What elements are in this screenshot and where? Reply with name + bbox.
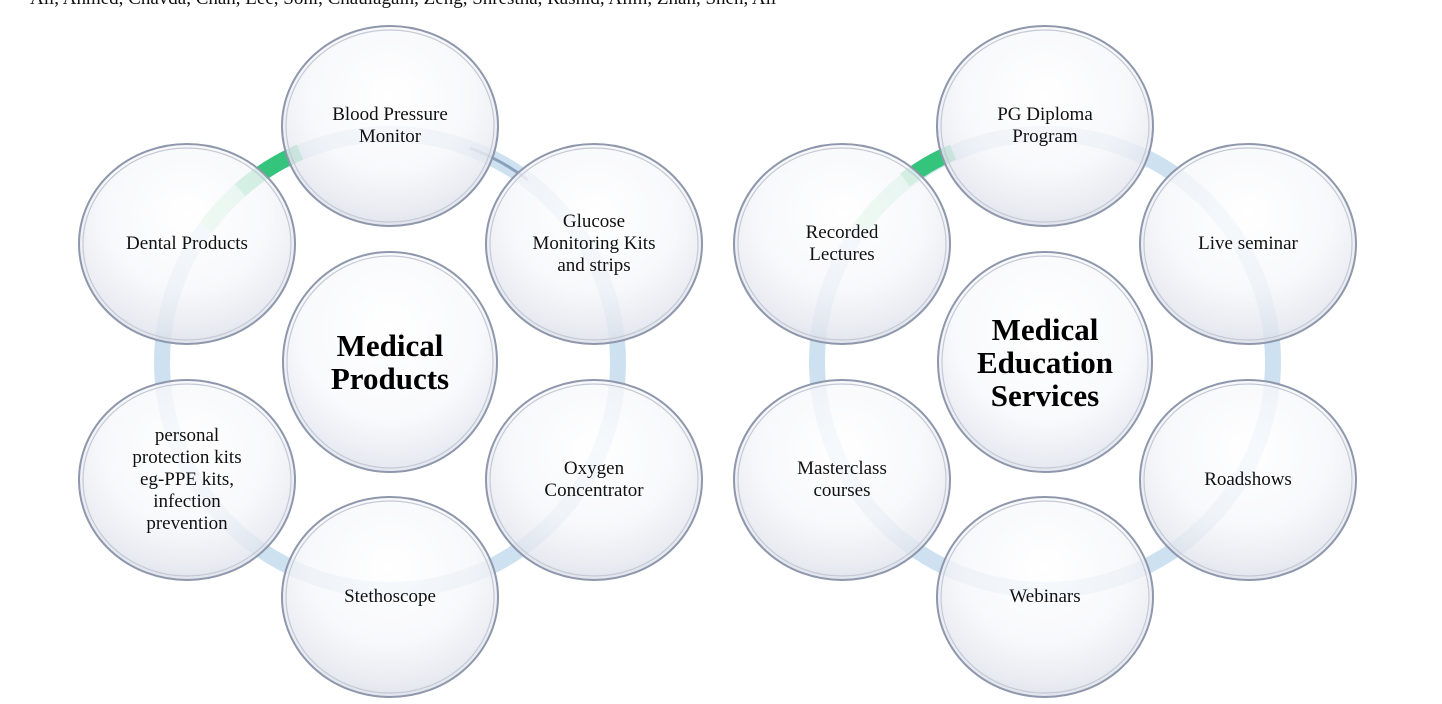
node-roadshows-circle-inner-ring [1143, 383, 1353, 577]
diagram-graphics [733, 25, 1357, 698]
node-masterclass-courses-circle-inner-ring [737, 383, 947, 577]
node-live-seminar-circle [1139, 143, 1357, 345]
node-personal-protection-kits-eg-ppe-kits-infection-prevention-circle-inner-ring [82, 383, 292, 577]
node-pg-diploma-program-circle [936, 25, 1154, 227]
node-circles [78, 25, 703, 698]
node-live-seminar-circle-inner-ring [1143, 147, 1353, 341]
node-blood-pressure-monitor-circle [281, 25, 499, 227]
node-oxygen-concentrator-circle-inner-ring [489, 383, 699, 577]
node-circles [733, 25, 1357, 698]
node-pg-diploma-program-circle-inner-ring [940, 29, 1150, 223]
center-circle-inner-ring [941, 255, 1149, 469]
node-oxygen-concentrator-circle [485, 379, 703, 581]
node-webinars-circle-inner-ring [940, 500, 1150, 694]
node-personal-protection-kits-eg-ppe-kits-infection-prevention-circle [78, 379, 296, 581]
node-glucose-monitoring-kits-and-strips-circle-inner-ring [489, 147, 699, 341]
node-dental-products-circle [78, 143, 296, 345]
center-circle-inner-ring [286, 255, 494, 469]
node-stethoscope-circle [281, 496, 499, 698]
node-webinars-circle [936, 496, 1154, 698]
node-recorded-lectures-circle-inner-ring [737, 147, 947, 341]
center-circle [937, 251, 1153, 473]
center-circle [282, 251, 498, 473]
diagram-graphics [78, 25, 703, 698]
page-top-text: Ali, Ahmed, Chavda, Chan, Lee, Sohi, Cha… [30, 0, 776, 10]
node-roadshows-circle [1139, 379, 1357, 581]
node-blood-pressure-monitor-circle-inner-ring [285, 29, 495, 223]
node-recorded-lectures-circle [733, 143, 951, 345]
node-dental-products-circle-inner-ring [82, 147, 292, 341]
node-stethoscope-circle-inner-ring [285, 500, 495, 694]
node-glucose-monitoring-kits-and-strips-circle [485, 143, 703, 345]
page-top-text-strip: Ali, Ahmed, Chavda, Chan, Lee, Sohi, Cha… [0, 0, 1442, 10]
node-masterclass-courses-circle [733, 379, 951, 581]
